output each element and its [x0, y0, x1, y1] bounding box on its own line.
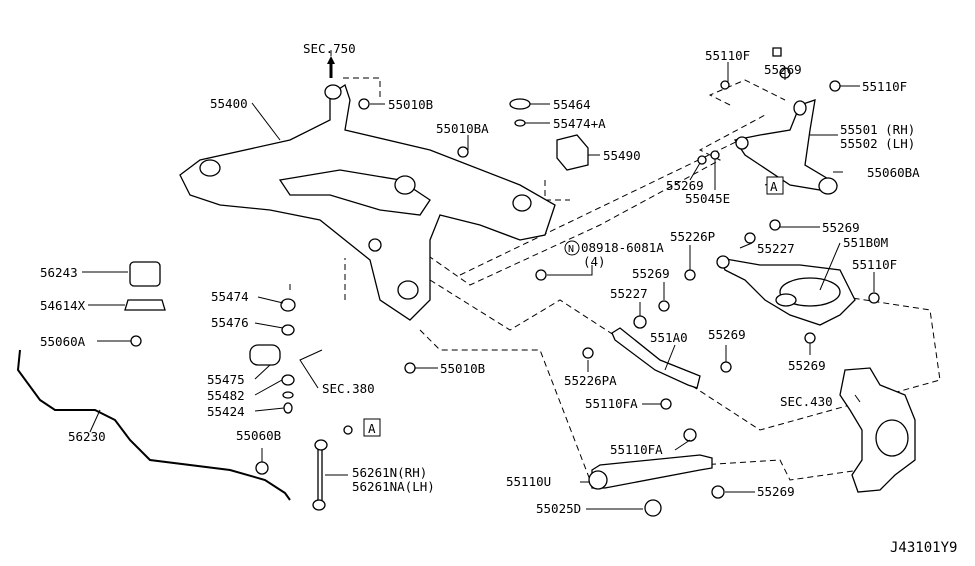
- part-label: 56261N(RH): [352, 465, 427, 480]
- module-55490: [556, 134, 589, 171]
- mount-55475: [249, 344, 281, 366]
- part-label: 55110F: [862, 79, 907, 94]
- part-label: 55269: [666, 178, 704, 193]
- lower-link-551B0M: [716, 255, 856, 326]
- link-551A0: [611, 327, 701, 389]
- svg-text:A: A: [770, 179, 778, 194]
- part-label: 55269: [757, 484, 795, 499]
- part-label: 55025D: [536, 501, 581, 516]
- stabilizer-link: [317, 444, 323, 506]
- part-label: 08918-6081A: [581, 240, 664, 255]
- note-n-marker: N: [564, 240, 580, 256]
- part-label: 56230: [68, 429, 106, 444]
- part-label: 55475: [207, 372, 245, 387]
- part-label: 55226P: [670, 229, 715, 244]
- upper-link-55501: [733, 47, 838, 195]
- part-label: 55227: [757, 241, 795, 256]
- part-label: 55110FA: [585, 396, 638, 411]
- part-label: 55010BA: [436, 121, 489, 136]
- part-label: 55400: [210, 96, 248, 111]
- part-label: 55010B: [440, 361, 485, 376]
- part-label: 55060B: [236, 428, 281, 443]
- part-label: 55269: [822, 220, 860, 235]
- part-label: 55045E: [685, 191, 730, 206]
- part-label: 55502 (LH): [840, 136, 915, 151]
- part-label: 55501 (RH): [840, 122, 915, 137]
- callout-a-upper: A: [766, 176, 784, 195]
- part-label-qty: (4): [583, 254, 606, 269]
- part-label: 56243: [40, 265, 78, 280]
- part-label: 55060BA: [867, 165, 920, 180]
- figure-code: J43101Y9: [890, 540, 957, 556]
- rear-suspension-member: [179, 83, 556, 321]
- part-label: 55227: [610, 286, 648, 301]
- bushing-55110U: [588, 470, 608, 490]
- section-ref-380: SEC.380: [322, 381, 375, 396]
- part-label: 55110F: [705, 48, 750, 63]
- part-label: 55474+A: [553, 116, 606, 131]
- section-ref-750: SEC.750: [303, 41, 356, 56]
- section-ref-430: SEC.430: [780, 394, 833, 409]
- part-label: 55490: [603, 148, 641, 163]
- part-label: 55464: [553, 97, 591, 112]
- part-label: 55060A: [40, 334, 86, 349]
- part-label: 551B0M: [843, 235, 888, 250]
- clamp-54614X: [124, 299, 166, 311]
- stabilizer-bar: [16, 349, 291, 501]
- part-label: 55474: [211, 289, 249, 304]
- part-label: 54614X: [40, 298, 86, 313]
- link-55110U: [591, 454, 713, 489]
- part-labels: SEC.750 55400 55010B 55010BA 55464 55474…: [40, 41, 957, 556]
- part-label: 551A0: [650, 330, 688, 345]
- callout-a-lower: A: [363, 418, 381, 437]
- part-label: 55269: [708, 327, 746, 342]
- part-label: 56261NA(LH): [352, 479, 435, 494]
- svg-text:A: A: [368, 421, 376, 436]
- part-label: 55010B: [388, 97, 433, 112]
- part-label: 55110U: [506, 474, 551, 489]
- part-label: 55110F: [852, 257, 897, 272]
- part-label: 55482: [207, 388, 245, 403]
- part-label: 55269: [764, 62, 802, 77]
- dashed-group-lines: [289, 77, 941, 481]
- part-label: 55110FA: [610, 442, 663, 457]
- part-label: 55476: [211, 315, 249, 330]
- part-label: 55269: [788, 358, 826, 373]
- part-label: 55424: [207, 404, 245, 419]
- part-label: 55226PA: [564, 373, 617, 388]
- part-label: 55269: [632, 266, 670, 281]
- sec750-arrow-icon: [327, 56, 335, 78]
- fasteners: [130, 67, 880, 517]
- svg-text:N: N: [568, 244, 574, 255]
- bushing-56243: [129, 261, 161, 287]
